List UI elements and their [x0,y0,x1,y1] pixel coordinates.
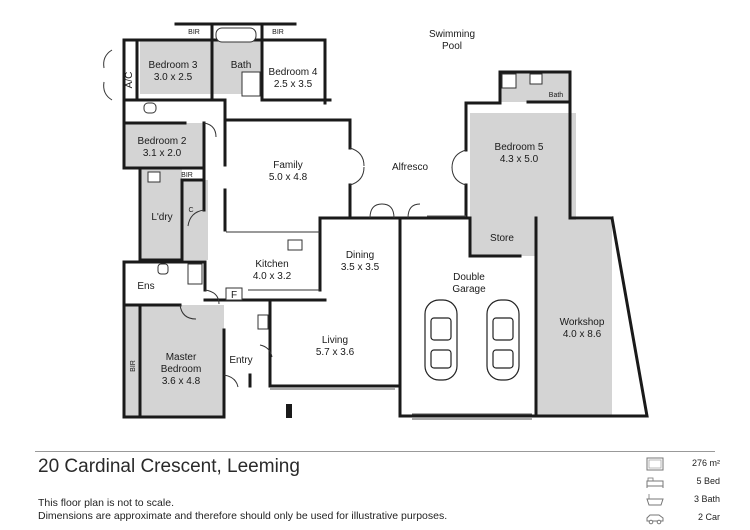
bedroom4-name: Bedroom 4 [269,67,318,78]
windows [270,215,532,420]
bath-top-label: Bath [231,60,252,71]
stat-beds: 5 Bed [640,473,720,491]
ac-label: A/C [124,72,135,89]
bir-top-right-label: BIR [272,29,284,36]
kitchen-size: 4.0 x 3.2 [253,271,292,282]
room-labels: Swimming Pool Bedroom 3 3.0 x 2.5 Bath B… [124,29,605,387]
workshop-name: Workshop [560,317,605,328]
stat-cars-value: 2 Car [697,512,720,522]
bir-mid-label: BIR [181,172,193,179]
bath-icon [646,494,664,506]
workshop-size: 4.0 x 8.6 [563,329,602,340]
bed-icon [646,477,664,488]
bedroom2-name: Bedroom 2 [138,136,187,147]
f-label: F [231,290,237,301]
c-label: C [188,207,193,214]
double-garage-label-2: Garage [452,284,486,295]
stat-cars: 2 Car [640,509,720,527]
living-size: 5.7 x 3.6 [316,347,355,358]
disclaimer-line-1: This floor plan is not to scale. [38,497,174,509]
laundry-label: L'dry [151,212,172,223]
master-label-2: Bedroom [161,364,202,375]
stat-area-value: 276 m² [691,458,720,468]
swimming-pool-label-2: Pool [442,41,462,52]
entry-label: Entry [229,355,252,366]
disclaimer: This floor plan is not to scale. Dimensi… [38,497,447,522]
master-label-1: Master [166,352,197,363]
grey-floor-areas [124,40,612,417]
kitchen-name: Kitchen [255,259,288,270]
property-address: 20 Cardinal Crescent, Leeming [38,456,300,477]
property-stats: 276 m² 5 Bed 3 Bath 2 Car [640,455,720,527]
bedroom5-name: Bedroom 5 [495,142,544,153]
stat-beds-value: 5 Bed [696,476,720,486]
dining-size: 3.5 x 3.5 [341,262,380,273]
door-swings [103,49,467,388]
entry-marker [286,404,292,418]
bedroom5-size: 4.3 x 5.0 [500,154,539,165]
stat-area: 276 m² [640,455,720,473]
bir-master-label: BIR [130,360,137,372]
bedroom3-name: Bedroom 3 [149,60,198,71]
store-label: Store [490,233,514,244]
ens-label: Ens [137,281,154,292]
stat-baths: 3 Bath [640,491,720,509]
bedroom2-size: 3.1 x 2.0 [143,148,182,159]
floor-plan: Swimming Pool Bedroom 3 3.0 x 2.5 Bath B… [103,22,649,420]
alfresco-label: Alfresco [392,162,429,173]
dining-name: Dining [346,250,374,261]
family-size: 5.0 x 4.8 [269,172,308,183]
stat-baths-value: 3 Bath [693,494,720,504]
fixtures [143,27,543,330]
disclaimer-line-2: Dimensions are approximate and therefore… [38,509,448,522]
master-size: 3.6 x 4.8 [162,376,201,387]
swimming-pool-label-1: Swimming [429,29,475,40]
bedroom3-size: 3.0 x 2.5 [154,72,193,83]
car-icon [646,514,664,525]
area-icon [646,457,664,471]
double-garage-label-1: Double [453,272,485,283]
family-name: Family [273,160,302,171]
bedroom4-size: 2.5 x 3.5 [274,79,313,90]
living-name: Living [322,335,348,346]
footer-divider [35,451,715,452]
bir-top-left-label: BIR [188,29,200,36]
bath-right-label: Bath [549,92,564,99]
car-outlines [424,299,520,381]
